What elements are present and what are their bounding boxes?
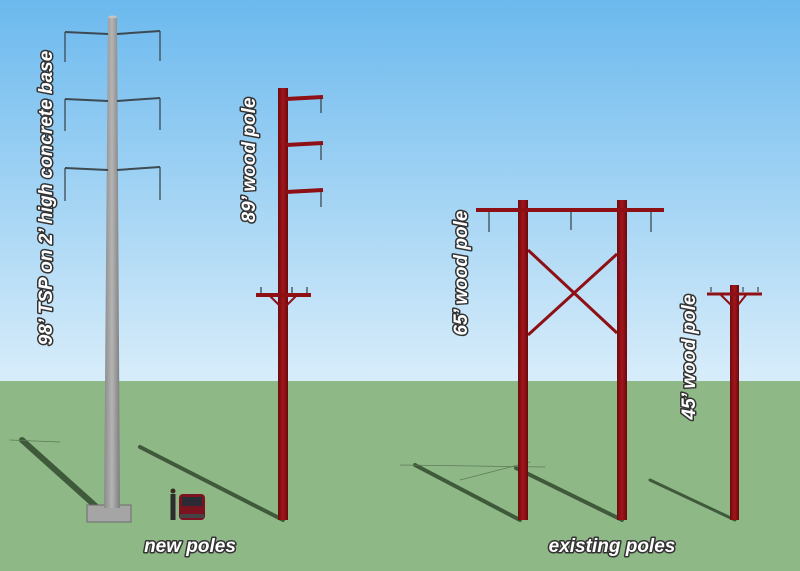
car	[179, 494, 205, 520]
wood-pole-45	[707, 285, 762, 520]
shadows	[9, 437, 737, 522]
wood-h-frame-65	[476, 200, 664, 520]
caption-existing-poles: existing poles	[549, 536, 676, 557]
label-45-wood-pole: 45’ wood pole	[679, 294, 700, 420]
wood-pole-89	[256, 88, 324, 520]
ground	[0, 381, 800, 571]
tsp-steel-pole	[64, 15, 161, 523]
person	[170, 488, 176, 520]
label-65-wood-pole: 65’ wood pole	[451, 210, 472, 335]
caption-new-poles: new poles	[144, 536, 236, 557]
label-98-tsp: 98’ TSP on 2’ high concrete base	[36, 50, 57, 345]
label-89-wood-pole: 89’ wood pole	[239, 97, 260, 222]
sky	[0, 0, 800, 381]
